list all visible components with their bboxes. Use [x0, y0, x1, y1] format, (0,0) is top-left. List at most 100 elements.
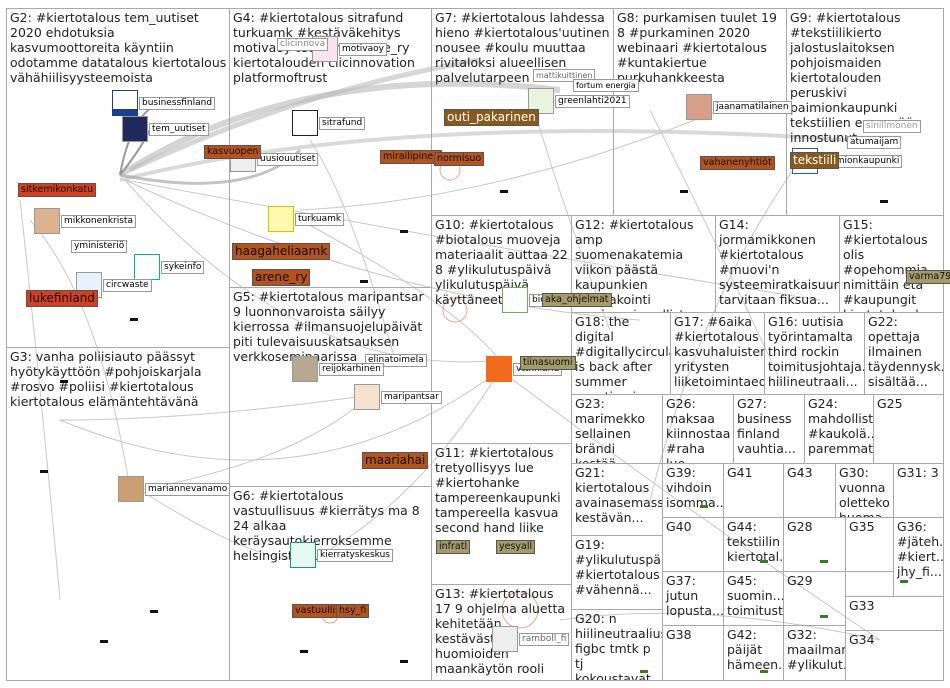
account-label: businessfinland	[139, 96, 216, 110]
group-title: G16: uutisia työrintamalta third rockin …	[768, 314, 865, 389]
node-marker	[680, 190, 688, 193]
account-node[interactable]: sykeinfo	[134, 254, 205, 280]
group-title: G39: vihdoin isomma...	[666, 465, 724, 510]
account-node[interactable]: businessfinland	[112, 90, 216, 116]
group-g42: G42: päijät hämeen...	[723, 625, 784, 681]
node-marker	[150, 610, 158, 613]
account-avatar	[112, 90, 138, 116]
node-marker	[300, 650, 308, 653]
group-g27: G27: business finland vauhtia...	[733, 394, 805, 464]
account-node[interactable]: sinillmonen	[862, 120, 921, 133]
account-avatar	[118, 476, 144, 502]
account-node[interactable]: maripantsar	[354, 384, 442, 410]
hashtag-node[interactable]: aka_ohjelmat	[542, 293, 612, 307]
hashtag-node[interactable]: yesyall	[496, 540, 536, 554]
group-title: G10: #kiertotalous #biotalous muoveja ma…	[435, 217, 568, 307]
hashtag-node[interactable]: hsy_fi	[336, 604, 370, 618]
group-g30: G30: vuonna oletteko huoma...	[835, 463, 894, 518]
group-title: G24: mahdollist... #kaukolä... paremmat.…	[808, 396, 874, 456]
group-g20: G20: n hiilineutraalius figbc tmtk p tj …	[571, 609, 663, 681]
node-marker	[400, 660, 408, 663]
group-g19: G19: #ylikulutuspäi... #kiertotalous #vä…	[571, 535, 663, 610]
account-label: uusiouutiset	[257, 152, 319, 166]
group-g10: G10: #kiertotalous #biotalous muoveja ma…	[431, 215, 572, 444]
account-node[interactable]: mariannevanamo	[118, 476, 231, 502]
group-title: G36: #jäteh... #kiert... jhy_fi...	[897, 519, 944, 579]
group-title: G5: #kiertotalous maripantsar 9 luonnonv…	[233, 289, 424, 364]
account-node[interactable]: ramboll_fi	[492, 626, 570, 652]
account-node[interactable]: clicinnova	[276, 38, 329, 51]
hashtag-node[interactable]: sitkemikonkatu	[18, 183, 97, 197]
account-label: turkuamk	[295, 212, 345, 226]
account-node[interactable]: mattikuittinen	[532, 69, 596, 82]
group-title: G44: tekstiilin kiertotal...	[727, 519, 784, 564]
group-title: G27: business finland vauhtia...	[737, 396, 796, 456]
hashtag-node[interactable]: vahanenyhtiöt	[700, 156, 775, 170]
group-g7: G7: #kiertotalous lahdessa hieno #kierto…	[431, 8, 614, 216]
group-title: G25	[877, 396, 903, 411]
hashtag-node[interactable]: infratl	[436, 540, 471, 554]
group-g14: G14: jormamikkonen #kiertotalous #muovi'…	[715, 215, 840, 313]
group-title: G29	[787, 573, 813, 588]
hashtag-node[interactable]: kasvuopen	[204, 145, 262, 159]
hashtag-node[interactable]: haagaheliaamk	[232, 243, 331, 260]
hashtag-node[interactable]: mirailipinen	[380, 150, 443, 164]
node-marker	[820, 560, 828, 563]
hashtag-node[interactable]: tekstiili	[790, 152, 840, 169]
hashtag-node[interactable]: varma79	[906, 270, 950, 284]
group-g11: G11: #kiertotalous tretyollisyys lue #ki…	[431, 443, 572, 585]
group-g29: G29	[783, 571, 846, 626]
account-node[interactable]: mikkonenkrista	[34, 208, 136, 234]
hashtag-node[interactable]: outi_pakarinen	[444, 109, 539, 126]
account-avatar	[134, 254, 160, 280]
account-node[interactable]: reijokarhinen	[292, 356, 384, 382]
node-marker	[400, 230, 408, 233]
group-title: G28	[787, 519, 813, 534]
node-marker	[880, 200, 888, 203]
hashtag-node[interactable]: lukefinland	[26, 290, 98, 307]
account-avatar	[290, 542, 316, 568]
account-label: sitrafund	[319, 116, 366, 130]
account-node[interactable]: kierratyskeskus	[290, 542, 393, 568]
account-label: mikkonenkrista	[61, 214, 136, 228]
account-node[interactable]: jaanamatilainen	[686, 94, 792, 120]
group-g21: G21: kiertotalous avainasemassa kestävän…	[571, 463, 663, 536]
account-avatar	[292, 110, 318, 136]
node-marker	[640, 670, 648, 673]
group-g25: G25	[873, 394, 944, 464]
account-avatar	[34, 208, 60, 234]
account-node[interactable]: turkuamk	[268, 206, 345, 232]
group-g37: G37: jutun lopusta...	[662, 571, 724, 626]
group-g16: G16: uutisia työrintamalta third rockin …	[764, 312, 865, 395]
hashtag-node[interactable]: tiinasuomi	[520, 356, 576, 370]
account-label: mattikuittinen	[533, 69, 596, 82]
group-g35: G35	[845, 517, 894, 572]
account-node[interactable]: yministeriö	[70, 240, 128, 253]
group-g13: G13: #kiertotalous 17 9 ohjelma aluetta …	[431, 584, 572, 681]
group-title: G37: jutun lopusta...	[666, 573, 724, 618]
group-title: G32: maailman #ylikulut...	[787, 627, 846, 672]
group-title: G42: päijät hämeen...	[727, 627, 784, 672]
group-title: G38	[666, 627, 692, 642]
account-avatar	[122, 116, 148, 142]
hashtag-node[interactable]: vastuullisu	[292, 604, 350, 618]
account-label: yministeriö	[71, 240, 128, 253]
group-title: G3: vanha poliisiauto päässyt hyötykäytt…	[10, 349, 202, 409]
hashtag-node[interactable]: maariahai	[362, 452, 429, 469]
account-node[interactable]: sitrafund	[292, 110, 366, 136]
node-marker	[500, 190, 508, 193]
group-title: G35	[849, 519, 875, 534]
hashtag-node[interactable]: normisuo	[434, 152, 485, 166]
account-avatar	[354, 384, 380, 410]
hashtag-node[interactable]: arene_ry	[252, 269, 311, 286]
group-title: G17: #6aika #kiertotalous kasvuhaluisten…	[674, 314, 765, 389]
group-g26: G26: maksaa kiinnostaa #raha lue...	[662, 394, 734, 464]
group-g3: G3: vanha poliisiauto päässyt hyötykäytt…	[6, 347, 230, 681]
group-g31: G31: 3	[893, 463, 944, 518]
account-node[interactable]: greenlahti2021	[528, 88, 630, 114]
account-label: motivaoy	[339, 42, 387, 56]
account-node[interactable]: tem_uutiset	[122, 116, 209, 142]
account-node[interactable]: atumaijam	[846, 136, 902, 149]
account-label: mariannevanamo	[145, 482, 231, 496]
account-node[interactable]: fortum energia	[572, 79, 639, 92]
